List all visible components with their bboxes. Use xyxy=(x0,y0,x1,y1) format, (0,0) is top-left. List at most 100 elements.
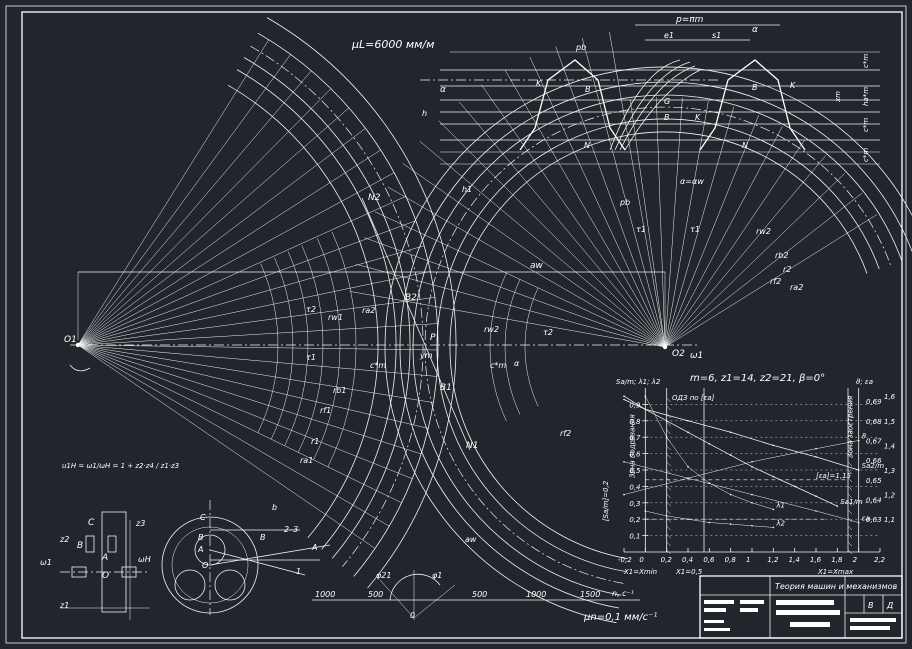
chart-y-tick-label: 0,3 xyxy=(629,500,640,508)
speed-tick-0: 0 xyxy=(410,611,415,620)
chart-point xyxy=(793,485,796,488)
gear1-ray xyxy=(77,323,438,346)
gear2-ray-up xyxy=(656,97,666,348)
chart-xmin-label: X1=Xmin xyxy=(623,568,657,576)
label-pitch: p=πm xyxy=(675,15,704,25)
gear2-rays xyxy=(349,31,878,348)
gear-ratio: u1H = ω1/ωH = 1 + z2·z4 / z1·z3 xyxy=(62,462,179,470)
chart-y-tick-label: 0,1 xyxy=(629,533,640,541)
chart-hatch-left xyxy=(666,453,671,459)
planetary-scheme xyxy=(60,500,331,620)
label-rw2: rw2 xyxy=(484,325,499,334)
pl-z3: z3 xyxy=(135,519,145,528)
chart-x-tick-label: 1 xyxy=(746,556,750,564)
label-omega1: ω1 xyxy=(690,351,703,361)
label-B1: B1 xyxy=(440,383,452,393)
chart-x-tick-label: 2 xyxy=(853,556,858,564)
chart-point xyxy=(815,447,817,450)
title-block xyxy=(699,575,903,639)
gear1-dim-arc xyxy=(270,257,294,440)
chart-y-right2-label: 1,5 xyxy=(884,418,896,426)
label-N-right: N xyxy=(742,141,748,150)
label-cm-left: c*m xyxy=(370,361,386,370)
chart-x-tick-label: 0 xyxy=(639,556,644,564)
speed-phi1: φ1 xyxy=(432,571,442,580)
chart-point xyxy=(815,495,817,498)
label-O2: O2 xyxy=(672,349,685,359)
chart-hatch-right xyxy=(847,413,853,419)
gear1-ray xyxy=(77,172,395,346)
label-P: P xyxy=(430,333,436,343)
label-cm-right: c*m xyxy=(490,361,506,370)
label-cm-r3: c*m xyxy=(862,148,870,162)
chart-point xyxy=(687,431,689,434)
chart-hatch-right xyxy=(847,509,853,515)
label-r2: r2 xyxy=(783,265,791,274)
gear2-arc xyxy=(384,66,912,624)
chart-x-tick-label: 0,8 xyxy=(725,556,737,564)
label-G: G xyxy=(664,97,670,106)
chart-point xyxy=(708,443,711,445)
label-alpha-tw: α=αw xyxy=(680,177,704,186)
center-O1 xyxy=(75,342,81,348)
chart-point xyxy=(644,510,647,512)
chart-point xyxy=(772,508,775,511)
gear1-ray xyxy=(77,344,413,479)
label-rf2: rf2 xyxy=(560,429,571,438)
gear2-dim-arc xyxy=(489,272,507,422)
pl-B2: B xyxy=(198,533,204,542)
title-text: Теория машин и механизмов xyxy=(775,582,898,591)
gear1-ray xyxy=(77,344,429,429)
chart-series-label: ϑ xyxy=(862,432,867,440)
omega-arrow-left xyxy=(69,364,91,372)
label-r1: r1 xyxy=(311,437,319,446)
chart-sa-label: [Sa/m]=0,2 xyxy=(602,480,610,521)
label-ham: ha*m xyxy=(862,87,870,106)
chart-point xyxy=(644,408,647,411)
pl-C: C xyxy=(88,518,95,528)
chart-hatch-right xyxy=(847,437,853,443)
gear2-arc xyxy=(399,81,912,609)
label-N1: N1 xyxy=(466,441,478,451)
chart-point xyxy=(687,465,689,468)
chart-hatch-left xyxy=(666,461,671,467)
pl-lineb: b xyxy=(272,503,277,512)
label-K2: K xyxy=(695,113,701,122)
gear1-arc xyxy=(257,32,439,577)
gear2-ray xyxy=(402,163,666,348)
label-rw1: rw1 xyxy=(328,313,343,322)
pl-lineB: B xyxy=(260,533,266,542)
chart-x-tick-label: -0,2 xyxy=(618,556,632,564)
chart-y-right-label: 0,69 xyxy=(866,398,882,406)
chart-hatch-left xyxy=(666,541,671,547)
chart-y-tick-label: 0,8 xyxy=(629,418,641,426)
pl-omega1: ω1 xyxy=(40,558,52,567)
chart-hatch-left xyxy=(666,493,671,499)
label-h: h xyxy=(422,109,427,118)
chart-point xyxy=(857,469,860,471)
params: m=6, z1=14, z2=21, β=0° xyxy=(690,373,825,384)
gear2-ray xyxy=(481,84,666,348)
gear1-ray xyxy=(77,344,439,351)
chart-hatch-right xyxy=(847,397,853,403)
chart-point xyxy=(729,431,732,434)
chart-point xyxy=(665,515,668,517)
chart-hatch-right xyxy=(847,549,853,555)
gear1-ray xyxy=(77,344,402,504)
chart-hatch-left xyxy=(666,405,671,411)
pl-lineA: A xyxy=(311,543,317,552)
label-aw: aw xyxy=(530,261,544,271)
gear2-ray-up xyxy=(664,115,759,348)
chart-point xyxy=(623,493,625,496)
chart-x-tick-label: 1,8 xyxy=(831,556,843,564)
chart-hatch-left xyxy=(666,501,671,507)
gear2-arc xyxy=(436,118,880,572)
gear2-arc xyxy=(412,94,903,596)
chart-y-right2-label: 1,4 xyxy=(884,442,895,450)
chart-y-right-label: 0,68 xyxy=(866,418,882,426)
gear2-ray-up xyxy=(664,139,806,348)
speed-tick-1500R: 1500 xyxy=(580,590,600,599)
chart-point xyxy=(836,505,839,507)
